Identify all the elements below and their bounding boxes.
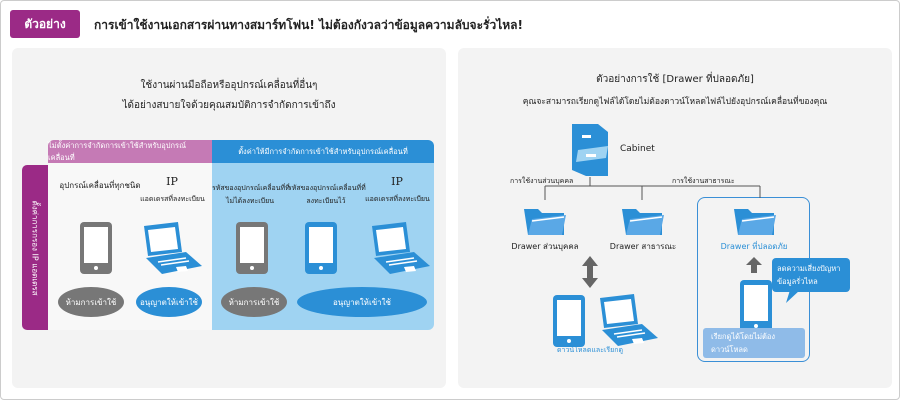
double-arrow-icon — [582, 256, 598, 288]
cell-ip-1-desc: แอดเดรสที่ลงทะเบียน — [140, 195, 205, 203]
risk-callout: ลดความเสี่ยงปัญหาข้อมูลรั่วไหล — [772, 258, 850, 292]
tablet-icon — [553, 295, 585, 347]
cabinet-icon — [572, 124, 608, 176]
tree-lines — [544, 177, 761, 200]
cell-ip-1: IP — [166, 175, 178, 188]
folder-icon — [523, 208, 567, 236]
tablet-icon — [80, 222, 112, 274]
left-heading-1: ใช้งานผ่านมือถือหรืออุปกรณ์เคลื่อนที่อื่… — [140, 80, 318, 91]
cell-reg-1: รหัสของอุปกรณ์เคลื่อนที่ที่ — [288, 184, 366, 192]
right-heading-2: คุณจะสามารถเรียกดูไฟล์ได้โดยไม่ต้องดาวน์… — [522, 97, 828, 107]
row-label-bar: ตั้งค่าการกรอง IP แอดเดรส — [22, 165, 48, 330]
page-title: การเข้าใช้งานเอกสารผ่านทางสมาร์ทโฟน! ไม่… — [94, 18, 523, 32]
tablet-icon — [305, 222, 337, 274]
up-arrow-icon — [746, 257, 762, 273]
left-heading-2: ได้อย่างสบายใจด้วยคุณสมบัติการจำกัดการเข… — [122, 100, 336, 111]
example-badge: ตัวอย่าง — [10, 10, 80, 38]
folder-icon — [621, 208, 665, 236]
tablet-icon — [740, 280, 772, 332]
folder-icon — [733, 208, 777, 236]
tablet-icon — [236, 222, 268, 274]
header-limit: ตั้งค่าให้มีการจำกัดการเข้าใช้สำหรับอุปก… — [212, 140, 434, 163]
callout-tail — [786, 290, 800, 303]
deny-pill-1: ห้ามการเข้าใช้ — [58, 287, 124, 317]
public-use-label: การใช้งานสาธารณะ — [672, 177, 735, 185]
right-heading-1: ตัวอย่างการใช้ [Drawer ที่ปลอดภัย] — [596, 74, 754, 85]
drawer-public-label: Drawer สาธารณะ — [609, 242, 677, 251]
header-no-limit: ไม่ตั้งค่าการจำกัดการเข้าใช้สำหรับอุปกรณ… — [48, 140, 212, 163]
personal-use-label: การใช้งานส่วนบุคคล — [510, 177, 574, 185]
drawer-personal-label: Drawer ส่วนบุคคล — [511, 242, 579, 251]
view-no-download-box: เรียกดูได้โดยไม่ต้องดาวน์โหลด — [703, 328, 805, 358]
laptop-icon — [143, 221, 203, 275]
allow-pill-2: อนุญาตให้เข้าใช้ — [297, 287, 427, 317]
cell-all-devices: อุปกรณ์เคลื่อนที่ทุกชนิด — [59, 181, 141, 190]
cell-unreg-2: ไม่ได้ลงทะเบียน — [225, 197, 274, 205]
cabinet-label: Cabinet — [620, 144, 655, 154]
cell-ip-2-desc: แอดเดรสที่ลงทะเบียน — [365, 195, 430, 203]
cell-unreg-1: รหัสของอุปกรณ์เคลื่อนที่ที่ — [212, 184, 290, 192]
laptop-icon — [599, 293, 659, 347]
cell-ip-2: IP — [391, 175, 403, 188]
drawer-secure-label: Drawer ที่ปลอดภัย — [720, 242, 788, 251]
laptop-icon — [371, 221, 431, 275]
deny-pill-2: ห้ามการเข้าใช้ — [221, 287, 287, 317]
cell-reg-2: ลงทะเบียนไว้ — [306, 197, 346, 205]
download-view-label: ดาวน์โหลดและเรียกดู — [556, 346, 623, 354]
allow-pill-1: อนุญาตให้เข้าใช้ — [136, 287, 202, 317]
